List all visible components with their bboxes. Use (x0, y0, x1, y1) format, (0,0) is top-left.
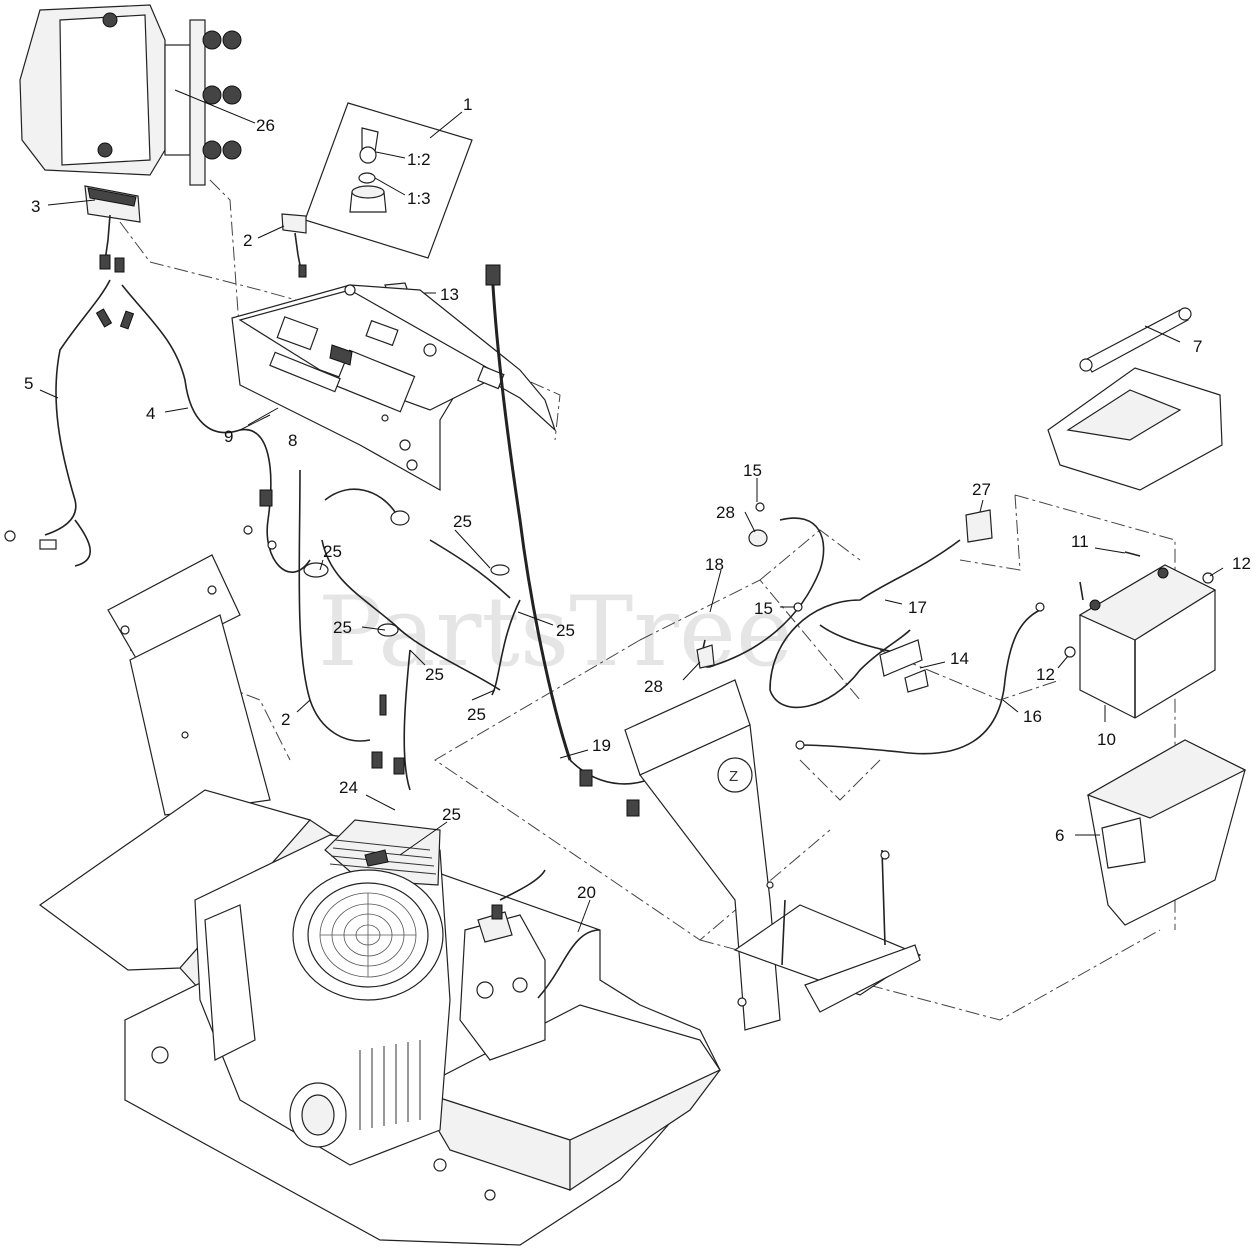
wire-harnesses-left (4, 279, 311, 573)
ignition-switch-group (304, 102, 473, 259)
callout-16: 16 (1023, 707, 1042, 726)
callout-26: 26 (256, 116, 275, 135)
callout-14: 14 (950, 649, 969, 668)
callout-5: 5 (24, 374, 33, 393)
callout-28-top: 28 (716, 503, 735, 522)
callout-1-2: 1:2 (407, 150, 431, 169)
callout-13: 13 (440, 285, 459, 304)
pump-inset (19, 4, 256, 186)
hour-meter (47, 185, 141, 273)
callout-25-e: 25 (425, 665, 444, 684)
callout-8: 8 (288, 431, 297, 450)
callout-15-top: 15 (743, 461, 762, 480)
callout-20: 20 (577, 883, 596, 902)
callout-18: 18 (705, 555, 724, 574)
svg-text:Z: Z (729, 768, 738, 785)
callout-9: 9 (224, 427, 233, 446)
engine (194, 794, 451, 1166)
callout-19: 19 (592, 736, 611, 755)
callout-1-3: 1:3 (407, 189, 431, 208)
callout-3: 3 (31, 197, 40, 216)
callout-24: 24 (339, 778, 358, 797)
callout-25-c: 25 (333, 618, 352, 637)
callout-15-mid: 15 (754, 599, 773, 618)
callout-4: 4 (146, 404, 155, 423)
callout-17: 17 (908, 598, 927, 617)
callout-28-bottom: 28 (644, 677, 663, 696)
callout-7: 7 (1193, 337, 1202, 356)
callout-12-left: 12 (1036, 665, 1055, 684)
left-frame-bracket (107, 554, 271, 816)
callout-2-bottom: 2 (281, 710, 290, 729)
callout-labels: 1 1:2 1:3 2 2 3 4 5 6 7 8 9 10 11 12 12 … (24, 95, 1251, 902)
callout-25-g: 25 (442, 805, 461, 824)
callout-25-a: 25 (453, 512, 472, 531)
center-bracket: Z (624, 679, 781, 1031)
battery-frame (733, 849, 922, 1013)
callout-2-top: 2 (243, 231, 252, 250)
callout-25-b: 25 (323, 542, 342, 561)
callout-12-right: 12 (1232, 554, 1251, 573)
hydro-pump (459, 869, 601, 1061)
control-console (231, 284, 557, 492)
callout-1: 1 (463, 95, 472, 114)
callout-10: 10 (1097, 730, 1116, 749)
battery-cables (682, 478, 1045, 755)
callout-27: 27 (972, 480, 991, 499)
pto-switch (257, 213, 307, 278)
callout-11: 11 (1071, 532, 1089, 551)
callout-25-f: 25 (467, 705, 486, 724)
callout-6: 6 (1055, 826, 1064, 845)
battery-assembly (1047, 307, 1247, 926)
callout-25-d: 25 (556, 621, 575, 640)
